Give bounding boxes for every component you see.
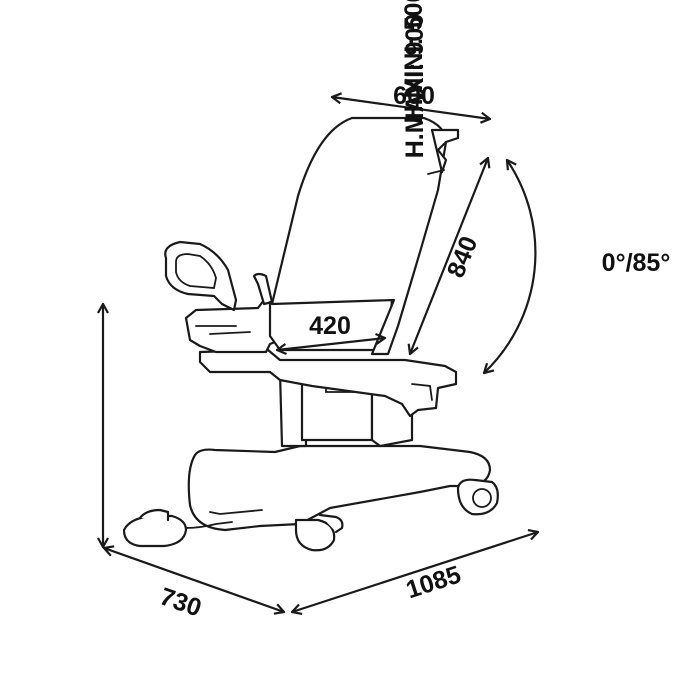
height-min-label: H.MINI: 500: [400, 0, 428, 123]
rear-wheel: [294, 518, 336, 552]
height-max-label: H.MAXI: 900: [401, 14, 429, 158]
armrest-loop: [164, 240, 238, 312]
seat-underbody-step: [411, 383, 433, 401]
backrest-width-arrow: [330, 92, 492, 124]
base-width-arrow: [102, 545, 286, 615]
armrest-loop-inner: [175, 253, 217, 289]
side-handle: [252, 272, 274, 306]
foot-pedal-top: [138, 508, 170, 522]
seat-depth-arrow: [275, 333, 387, 355]
rear-wheel-guard: [318, 513, 344, 534]
pedal-cable: [185, 521, 233, 529]
examination-chair-drawing: [122, 116, 499, 552]
front-wheel-hub: [472, 488, 492, 508]
backrest-length-label: 840: [442, 232, 484, 281]
chair-base: [187, 444, 492, 532]
total-length-arrow: [290, 528, 540, 616]
dimension-lines: [97, 92, 540, 616]
angle-arc: [482, 158, 537, 375]
base-left-arm: [209, 509, 263, 515]
total-length-label: 1085: [403, 560, 465, 604]
seat-front-detail: [195, 325, 251, 335]
foot-pedal: [122, 514, 188, 548]
backrest-width-label: 600: [393, 82, 435, 110]
backrest-length-arrow: [407, 156, 491, 356]
backrest-angle-label: 0°/85°: [602, 249, 671, 277]
base-width-label: 730: [156, 582, 205, 622]
seat-underbody: [198, 348, 458, 418]
seat-depth-label: 420: [309, 312, 351, 340]
